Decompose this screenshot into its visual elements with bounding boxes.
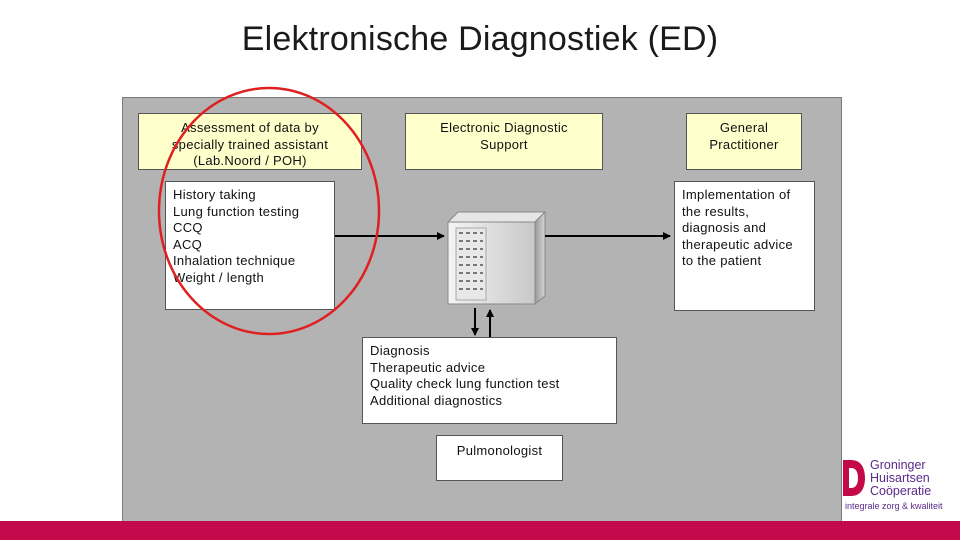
eds-header-box: Electronic Diagnostic Support: [405, 113, 603, 170]
highlight-circle: [157, 86, 381, 336]
pulmonologist-box: Pulmonologist: [436, 435, 563, 481]
logo-line-1: Groninger: [870, 458, 926, 472]
assessment-header-box: Assessment of data by specially trained …: [138, 113, 362, 170]
logo-line-3: Coöperatie: [870, 484, 932, 498]
implementation-box: Implementation of the results, diagnosis…: [674, 181, 815, 311]
logo-line-2: Huisartsen: [870, 471, 930, 485]
brand-footer-bar: [0, 521, 960, 540]
data-items-box: History taking Lung function testing CCQ…: [165, 181, 335, 310]
gp-header-box: General Practitioner: [686, 113, 802, 170]
logo-mark-icon: [843, 460, 865, 496]
slide-title: Elektronische Diagnostiek (ED): [241, 20, 719, 58]
ghc-logo: Groninger Huisartsen Coöperatie integral…: [843, 456, 960, 518]
server-icon: [446, 210, 547, 306]
output-box: Diagnosis Therapeutic advice Quality che…: [362, 337, 617, 424]
logo-tagline: integrale zorg & kwaliteit: [845, 501, 943, 511]
